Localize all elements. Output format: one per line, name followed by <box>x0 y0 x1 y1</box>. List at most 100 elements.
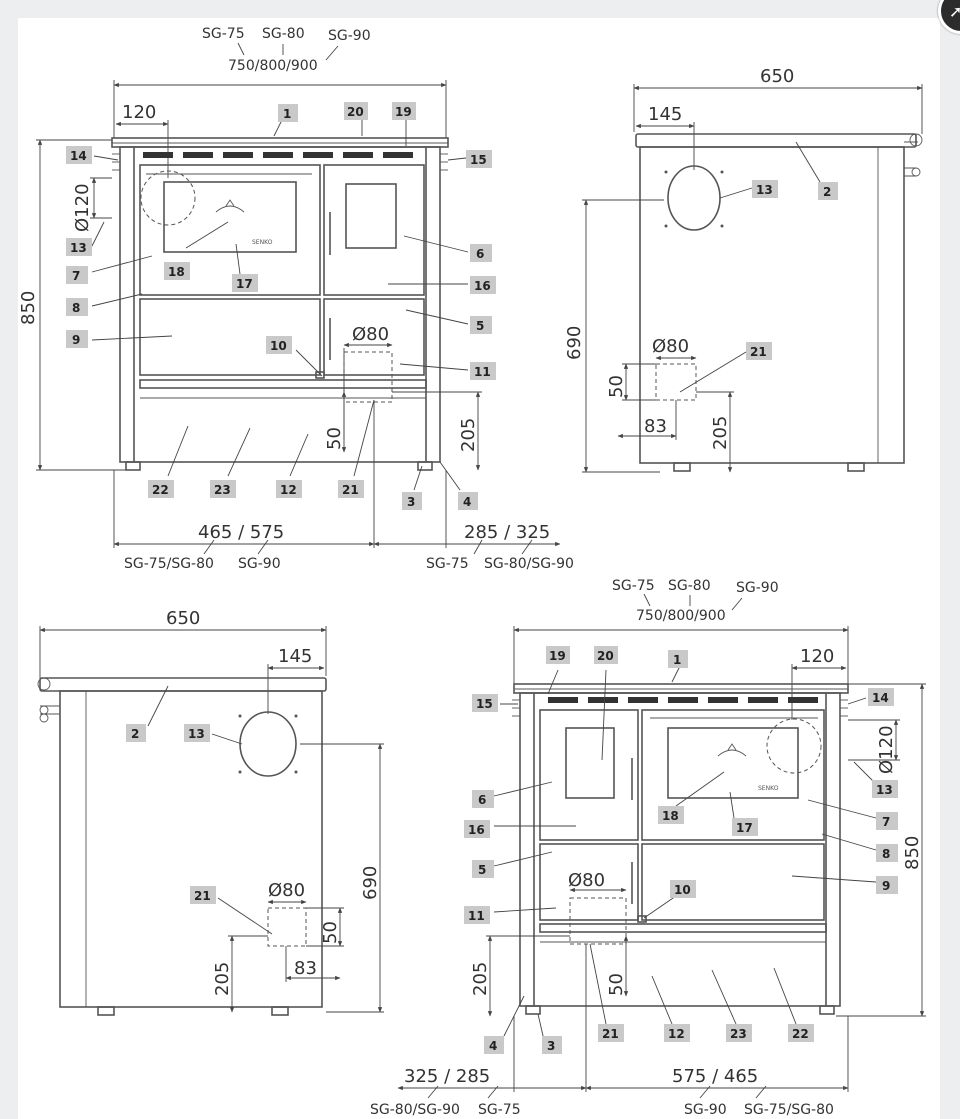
part-tag-7-c: 7 <box>876 812 898 830</box>
front-view-right: SG-75 SG-80 SG-90 750/800/900 120 850 Ø1… <box>370 578 926 1118</box>
dim-50-a: 50 <box>606 375 627 398</box>
part-tag-16: 16 <box>470 276 496 294</box>
part-tag-22: 22 <box>148 480 174 498</box>
part-tag-7: 7 <box>66 266 88 284</box>
dim-50-c: 50 <box>606 973 627 996</box>
svg-text:11: 11 <box>468 909 485 923</box>
dim-83-b: 83 <box>294 958 317 979</box>
svg-text:8: 8 <box>72 301 80 315</box>
part-tag-19-c: 19 <box>546 646 570 664</box>
svg-text:16: 16 <box>474 279 491 293</box>
svg-text:13: 13 <box>70 241 87 255</box>
dim-650-a: 650 <box>760 66 794 87</box>
vent-slots <box>143 152 413 158</box>
part-tag-15-c: 15 <box>472 694 498 712</box>
dim-285-325: 285 / 325 <box>464 522 550 543</box>
dim-80-a: Ø80 <box>652 336 689 357</box>
dim-dia-120-b: Ø120 <box>876 725 897 774</box>
svg-text:19: 19 <box>395 105 412 119</box>
svg-text:1: 1 <box>283 107 291 121</box>
svg-text:17: 17 <box>736 821 753 835</box>
svg-text:20: 20 <box>597 649 614 663</box>
part-tag-17-c: 17 <box>732 818 758 836</box>
label-sg75-sg80-b: SG-75/SG-80 <box>744 1102 834 1118</box>
part-tag-3-c: 3 <box>542 1036 562 1054</box>
dim-465-575: 465 / 575 <box>198 522 284 543</box>
dim-575-465: 575 / 465 <box>672 1066 758 1087</box>
part-tag-22-c: 22 <box>788 1024 814 1042</box>
svg-text:10: 10 <box>674 883 691 897</box>
dim-850-b: 850 <box>902 836 923 870</box>
part-tag-20: 20 <box>344 102 368 120</box>
part-tag-11-c: 11 <box>464 906 490 924</box>
part-tag-21: 21 <box>338 480 364 498</box>
part-tag-12-c: 12 <box>664 1024 690 1042</box>
part-tag-9: 9 <box>66 330 88 348</box>
svg-text:12: 12 <box>280 483 297 497</box>
part-tag-19: 19 <box>392 102 416 120</box>
svg-text:9: 9 <box>72 333 80 347</box>
svg-text:22: 22 <box>152 483 169 497</box>
svg-text:4: 4 <box>489 1039 497 1053</box>
svg-text:13: 13 <box>756 183 773 197</box>
svg-text:8: 8 <box>882 847 890 861</box>
svg-text:19: 19 <box>549 649 566 663</box>
part-tag-1: 1 <box>278 104 298 122</box>
label-sg80-sg90-a: SG-80/SG-90 <box>484 556 574 572</box>
svg-text:7: 7 <box>882 815 890 829</box>
dim-690-a: 690 <box>564 326 585 360</box>
brand-logo: SENKO <box>252 239 273 246</box>
model-label-sg90-b: SG-90 <box>736 580 779 596</box>
svg-text:14: 14 <box>872 691 889 705</box>
svg-text:14: 14 <box>70 149 87 163</box>
drawing-sheet: SG-75 SG-80 SG-90 750/800/900 120 850 <box>18 18 940 1119</box>
side-view-left: 650 145 690 Ø80 50 83 205 <box>37 608 384 1016</box>
part-tag-18: 18 <box>164 262 190 280</box>
model-widths-label: 750/800/900 <box>228 58 318 74</box>
dim-50: 50 <box>324 427 345 450</box>
part-tag-5-c: 5 <box>472 860 494 878</box>
dim-50-b: 50 <box>320 921 341 944</box>
part-tag-10: 10 <box>266 336 292 354</box>
part-tag-10-c: 10 <box>670 880 696 898</box>
part-tag-13-a: 13 <box>752 180 778 198</box>
part-tag-2-b: 2 <box>126 724 146 742</box>
label-sg75-a: SG-75 <box>426 556 469 572</box>
dim-325-285: 325 / 285 <box>404 1066 490 1087</box>
part-tag-14: 14 <box>66 146 92 164</box>
part-tag-1-c: 1 <box>668 650 688 668</box>
svg-text:11: 11 <box>474 365 491 379</box>
svg-text:12: 12 <box>668 1027 685 1041</box>
part-tag-3: 3 <box>402 492 422 510</box>
part-tag-8: 8 <box>66 298 88 316</box>
svg-text:3: 3 <box>407 495 415 509</box>
svg-text:23: 23 <box>730 1027 747 1041</box>
part-tag-16-c: 16 <box>464 820 490 838</box>
dim-83-a: 83 <box>644 416 667 437</box>
dim-850: 850 <box>18 291 39 325</box>
svg-text:4: 4 <box>463 495 471 509</box>
svg-text:15: 15 <box>470 153 487 167</box>
svg-text:6: 6 <box>478 793 486 807</box>
svg-text:18: 18 <box>662 809 679 823</box>
part-tag-8-c: 8 <box>876 844 898 862</box>
part-tag-6-c: 6 <box>472 790 494 808</box>
corner-expand-button[interactable]: ➚ <box>938 0 960 34</box>
dim-205-b: 205 <box>212 962 233 996</box>
dim-145-b: 145 <box>278 646 312 667</box>
part-tag-15: 15 <box>466 150 492 168</box>
model-widths-label-b: 750/800/900 <box>636 608 726 624</box>
svg-text:9: 9 <box>882 879 890 893</box>
svg-text:15: 15 <box>476 697 493 711</box>
svg-text:21: 21 <box>602 1027 619 1041</box>
svg-text:2: 2 <box>131 727 139 741</box>
svg-text:1: 1 <box>673 653 681 667</box>
svg-text:21: 21 <box>750 345 767 359</box>
svg-text:13: 13 <box>188 727 205 741</box>
svg-text:22: 22 <box>792 1027 809 1041</box>
part-tag-5: 5 <box>470 316 492 334</box>
part-tag-17: 17 <box>232 274 258 292</box>
dim-80-b: Ø80 <box>268 880 305 901</box>
vent-slots-b <box>548 697 818 703</box>
model-label-sg90: SG-90 <box>328 28 371 44</box>
